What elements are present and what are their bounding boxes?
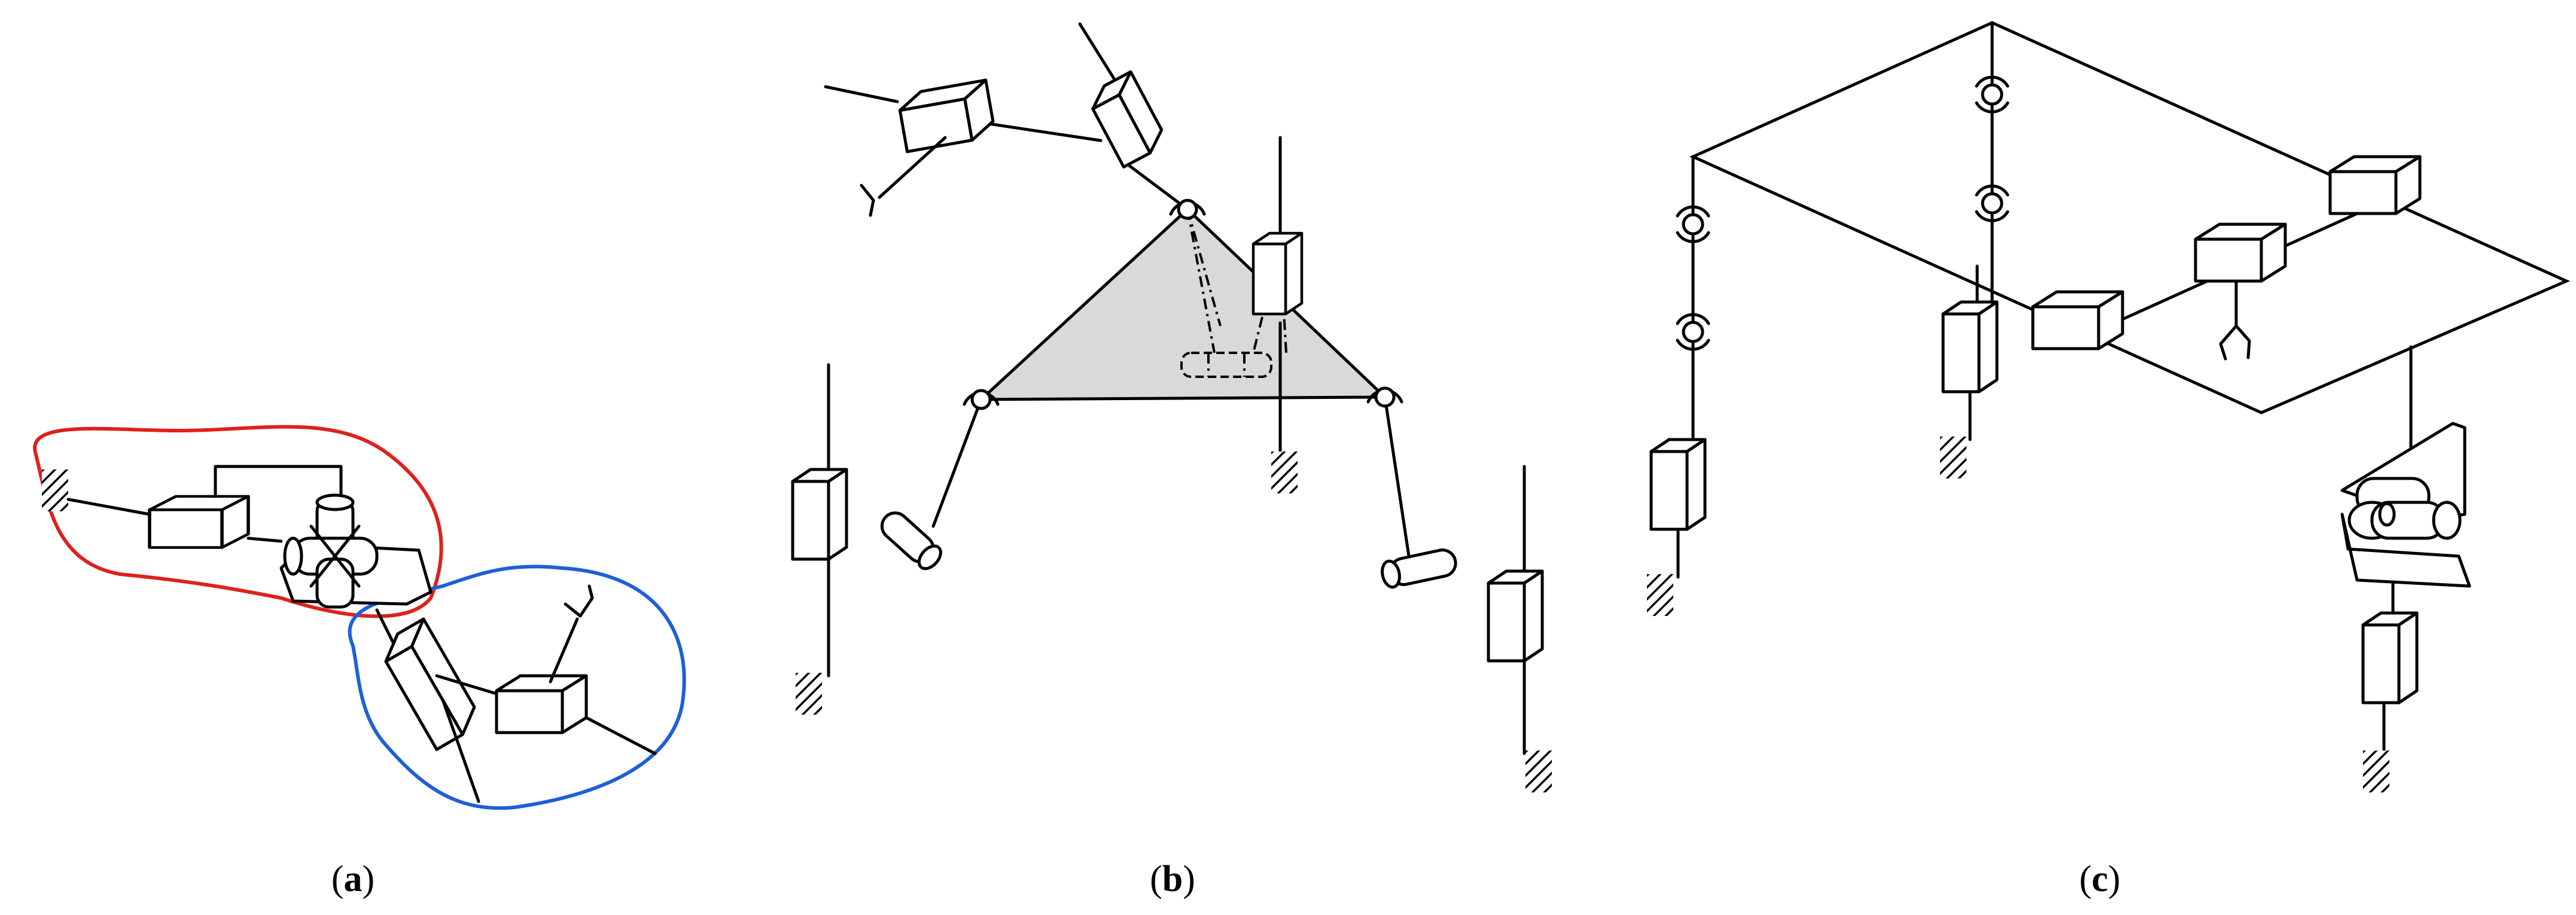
blue-group-outline [348,565,686,810]
prismatic-block-a1 [150,496,248,548]
spherical-joint-b-top [1169,199,1206,220]
universal-joint-cross [283,493,379,609]
prismatic-block-c-middle [1943,302,1997,392]
prismatic-block-c-arm-1 [2033,292,2123,349]
prismatic-block-c-arm-2 [2196,224,2285,281]
panel-label-c: (c) [2079,859,2121,899]
base-link-a [66,498,151,516]
prismatic-block-b-right [1488,571,1542,661]
prismatic-block-b-left [793,469,847,559]
ground-hatch-b-right [1525,751,1552,792]
top-leg-link-b [1126,163,1189,211]
ground-hatch-b-center [1271,452,1298,493]
arm-lower-link [441,698,480,803]
tool-rod-b [824,85,899,103]
panel-a-diagram [33,425,686,810]
prismatic-block-c-right [2363,613,2417,703]
prismatic-block-c-left [1651,440,1705,529]
frame-link-a [214,465,343,504]
tool-arm-link-b [979,121,1103,142]
left-leg-link-b [931,398,983,528]
panel-label-a: (a) [331,859,374,899]
revolute-joint-b-right [1381,548,1457,589]
prismatic-block-b-top-left [897,80,995,152]
spherical-joint-b-right [1366,386,1403,408]
cube-tail-link [584,716,657,755]
spherical-joint-b-left [963,389,1000,410]
universal-joint-c [2340,422,2471,588]
panel-c-diagram [1647,21,2571,792]
universal-to-arm-link [375,608,397,648]
red-group-outline [33,425,443,618]
ground-hatch-c-right [2363,751,2389,792]
right-leg-link-b [1383,395,1411,558]
arm-to-cube-link [435,674,498,696]
ground-hatch-c-left [1647,574,1673,616]
revolute-joint-b-left [880,511,942,571]
block-to-universal-link [246,536,283,543]
gripper-stem-b [878,136,947,199]
prismatic-block-b-center [1253,233,1302,314]
moving-platform [977,207,1389,401]
prismatic-block-a3 [497,676,586,733]
gripper-b [860,184,875,217]
ground-hatch-c-middle [1940,437,1966,478]
gripper-c [2219,324,2251,361]
ground-hatch-a [42,469,68,511]
ground-hatch-b-left [796,673,822,715]
prismatic-block-c-arm-3 [2330,157,2420,214]
top-platform [1689,21,2571,414]
gripper-a [564,584,594,618]
gripper-stem-a [549,617,579,684]
panel-b-diagram [793,22,1552,792]
panel-label-b: (b) [1150,859,1195,899]
prismatic-block-b-top-right [1091,70,1164,169]
